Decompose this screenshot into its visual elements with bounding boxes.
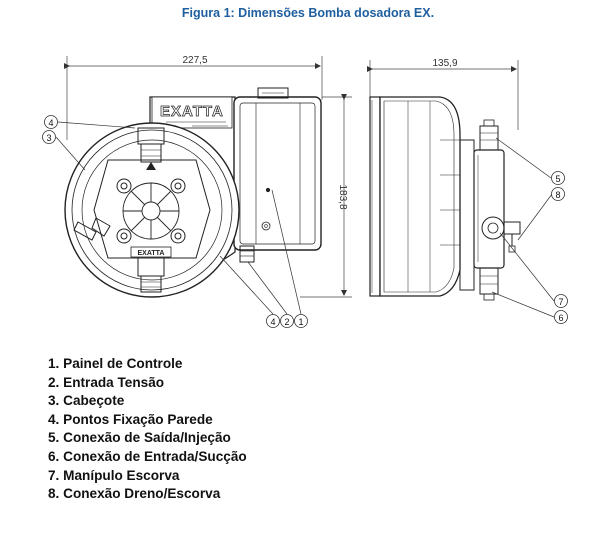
callout-2: 2 <box>280 314 294 328</box>
legend-item: 2. Entrada Tensão <box>48 374 165 390</box>
callout-1: 1 <box>294 314 308 328</box>
front-logo: EXATTA <box>160 103 224 120</box>
legend-item: 3. Cabeçote <box>48 393 125 409</box>
figure-title: Figura 1: Dimensões Bomba dosadora EX. <box>181 6 435 20</box>
callout-3: 3 <box>42 130 56 144</box>
svg-text:4: 4 <box>270 317 275 327</box>
svg-text:2: 2 <box>284 317 289 327</box>
svg-text:1: 1 <box>298 317 303 327</box>
svg-text:7: 7 <box>558 297 563 307</box>
legend-item: 1. Painel de Controle <box>48 356 183 371</box>
callouts-front-bottom <box>219 189 302 315</box>
callouts-front-left <box>55 121 136 171</box>
callout-8: 8 <box>551 187 565 201</box>
height-dimension <box>300 94 352 298</box>
svg-text:5: 5 <box>555 174 560 184</box>
callout-4-bottom: 4 <box>266 314 280 328</box>
height-dimension-label: 183,8 <box>337 184 348 209</box>
legend-item: 6. Conexão de Entrada/Sucção <box>48 448 247 464</box>
head-label: EXATTA <box>138 250 165 257</box>
legend-item: 4. Pontos Fixação Parede <box>48 411 213 427</box>
callout-7: 7 <box>554 294 568 308</box>
legend-item: 8. Conexão Dreno/Escorva <box>48 486 221 502</box>
pump-drawing: 227,5 183,8 EXATTA <box>42 55 568 328</box>
width-dimension-label: 227,5 <box>182 55 207 66</box>
depth-dimension-label: 135,9 <box>432 58 457 69</box>
svg-text:6: 6 <box>558 313 563 323</box>
callout-6: 6 <box>554 310 568 324</box>
width-dimension <box>64 56 323 140</box>
side-view <box>369 96 521 301</box>
callout-4-left: 4 <box>44 115 58 129</box>
depth-dimension <box>367 60 519 130</box>
front-view: EXATTA <box>64 87 322 298</box>
legend-item: 7. Manípulo Escorva <box>48 467 180 483</box>
svg-text:4: 4 <box>48 118 53 128</box>
callout-5: 5 <box>551 171 565 185</box>
callouts-side-right <box>491 137 555 318</box>
legend-item: 5. Conexão de Saída/Injeção <box>48 430 231 446</box>
svg-text:8: 8 <box>555 190 560 200</box>
svg-text:3: 3 <box>46 133 51 143</box>
parts-legend: 1. Painel de Controle 2. Entrada Tensão … <box>48 355 247 504</box>
